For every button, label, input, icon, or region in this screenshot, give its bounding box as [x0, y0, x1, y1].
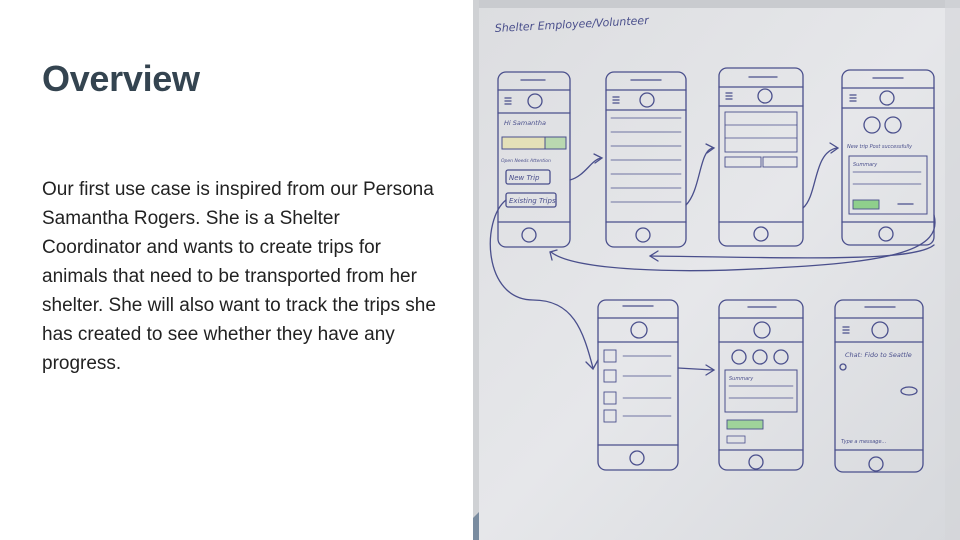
slide-title: Overview: [42, 58, 200, 99]
phone1-existing-trips-button: Existing Trips: [509, 197, 556, 205]
phone6-input-hint: Type a message...: [841, 439, 886, 445]
whiteboard-left-frame: [473, 0, 479, 540]
sketch-phone-1: [497, 71, 571, 248]
sketch-phone-3: [718, 67, 804, 247]
flow-arrows: [489, 142, 936, 376]
slide-body-text: Our first use case is inspired from our …: [42, 179, 436, 374]
phone1-note: Open Needs Attention: [501, 158, 551, 164]
phone1-new-trip-button: New Trip: [509, 174, 540, 182]
whiteboard-top-frame: [473, 0, 960, 8]
phone6-chat-title: Chat: Fido to Seattle: [845, 351, 912, 359]
whiteboard-sketch: Shelter Employee/Volunteer: [473, 0, 960, 540]
sketch-phone-6: [718, 299, 804, 471]
sketch-phone-5: [597, 299, 679, 471]
whiteboard-photo: Shelter Employee/Volunteer: [473, 0, 960, 540]
phone5-summary-label: Summary: [729, 376, 754, 382]
whiteboard-right-shadow: [945, 0, 960, 540]
phone4-status-text: New trip Post successfully: [847, 144, 913, 150]
phone1-greeting: Hi Samantha: [504, 119, 546, 127]
sketch-phone-4: [841, 69, 935, 246]
sketch-phone-7: [834, 299, 924, 473]
phone4-summary-label: Summary: [853, 162, 878, 168]
sketch-phone-2: [605, 71, 687, 248]
whiteboard-corner-clip: [473, 512, 479, 540]
